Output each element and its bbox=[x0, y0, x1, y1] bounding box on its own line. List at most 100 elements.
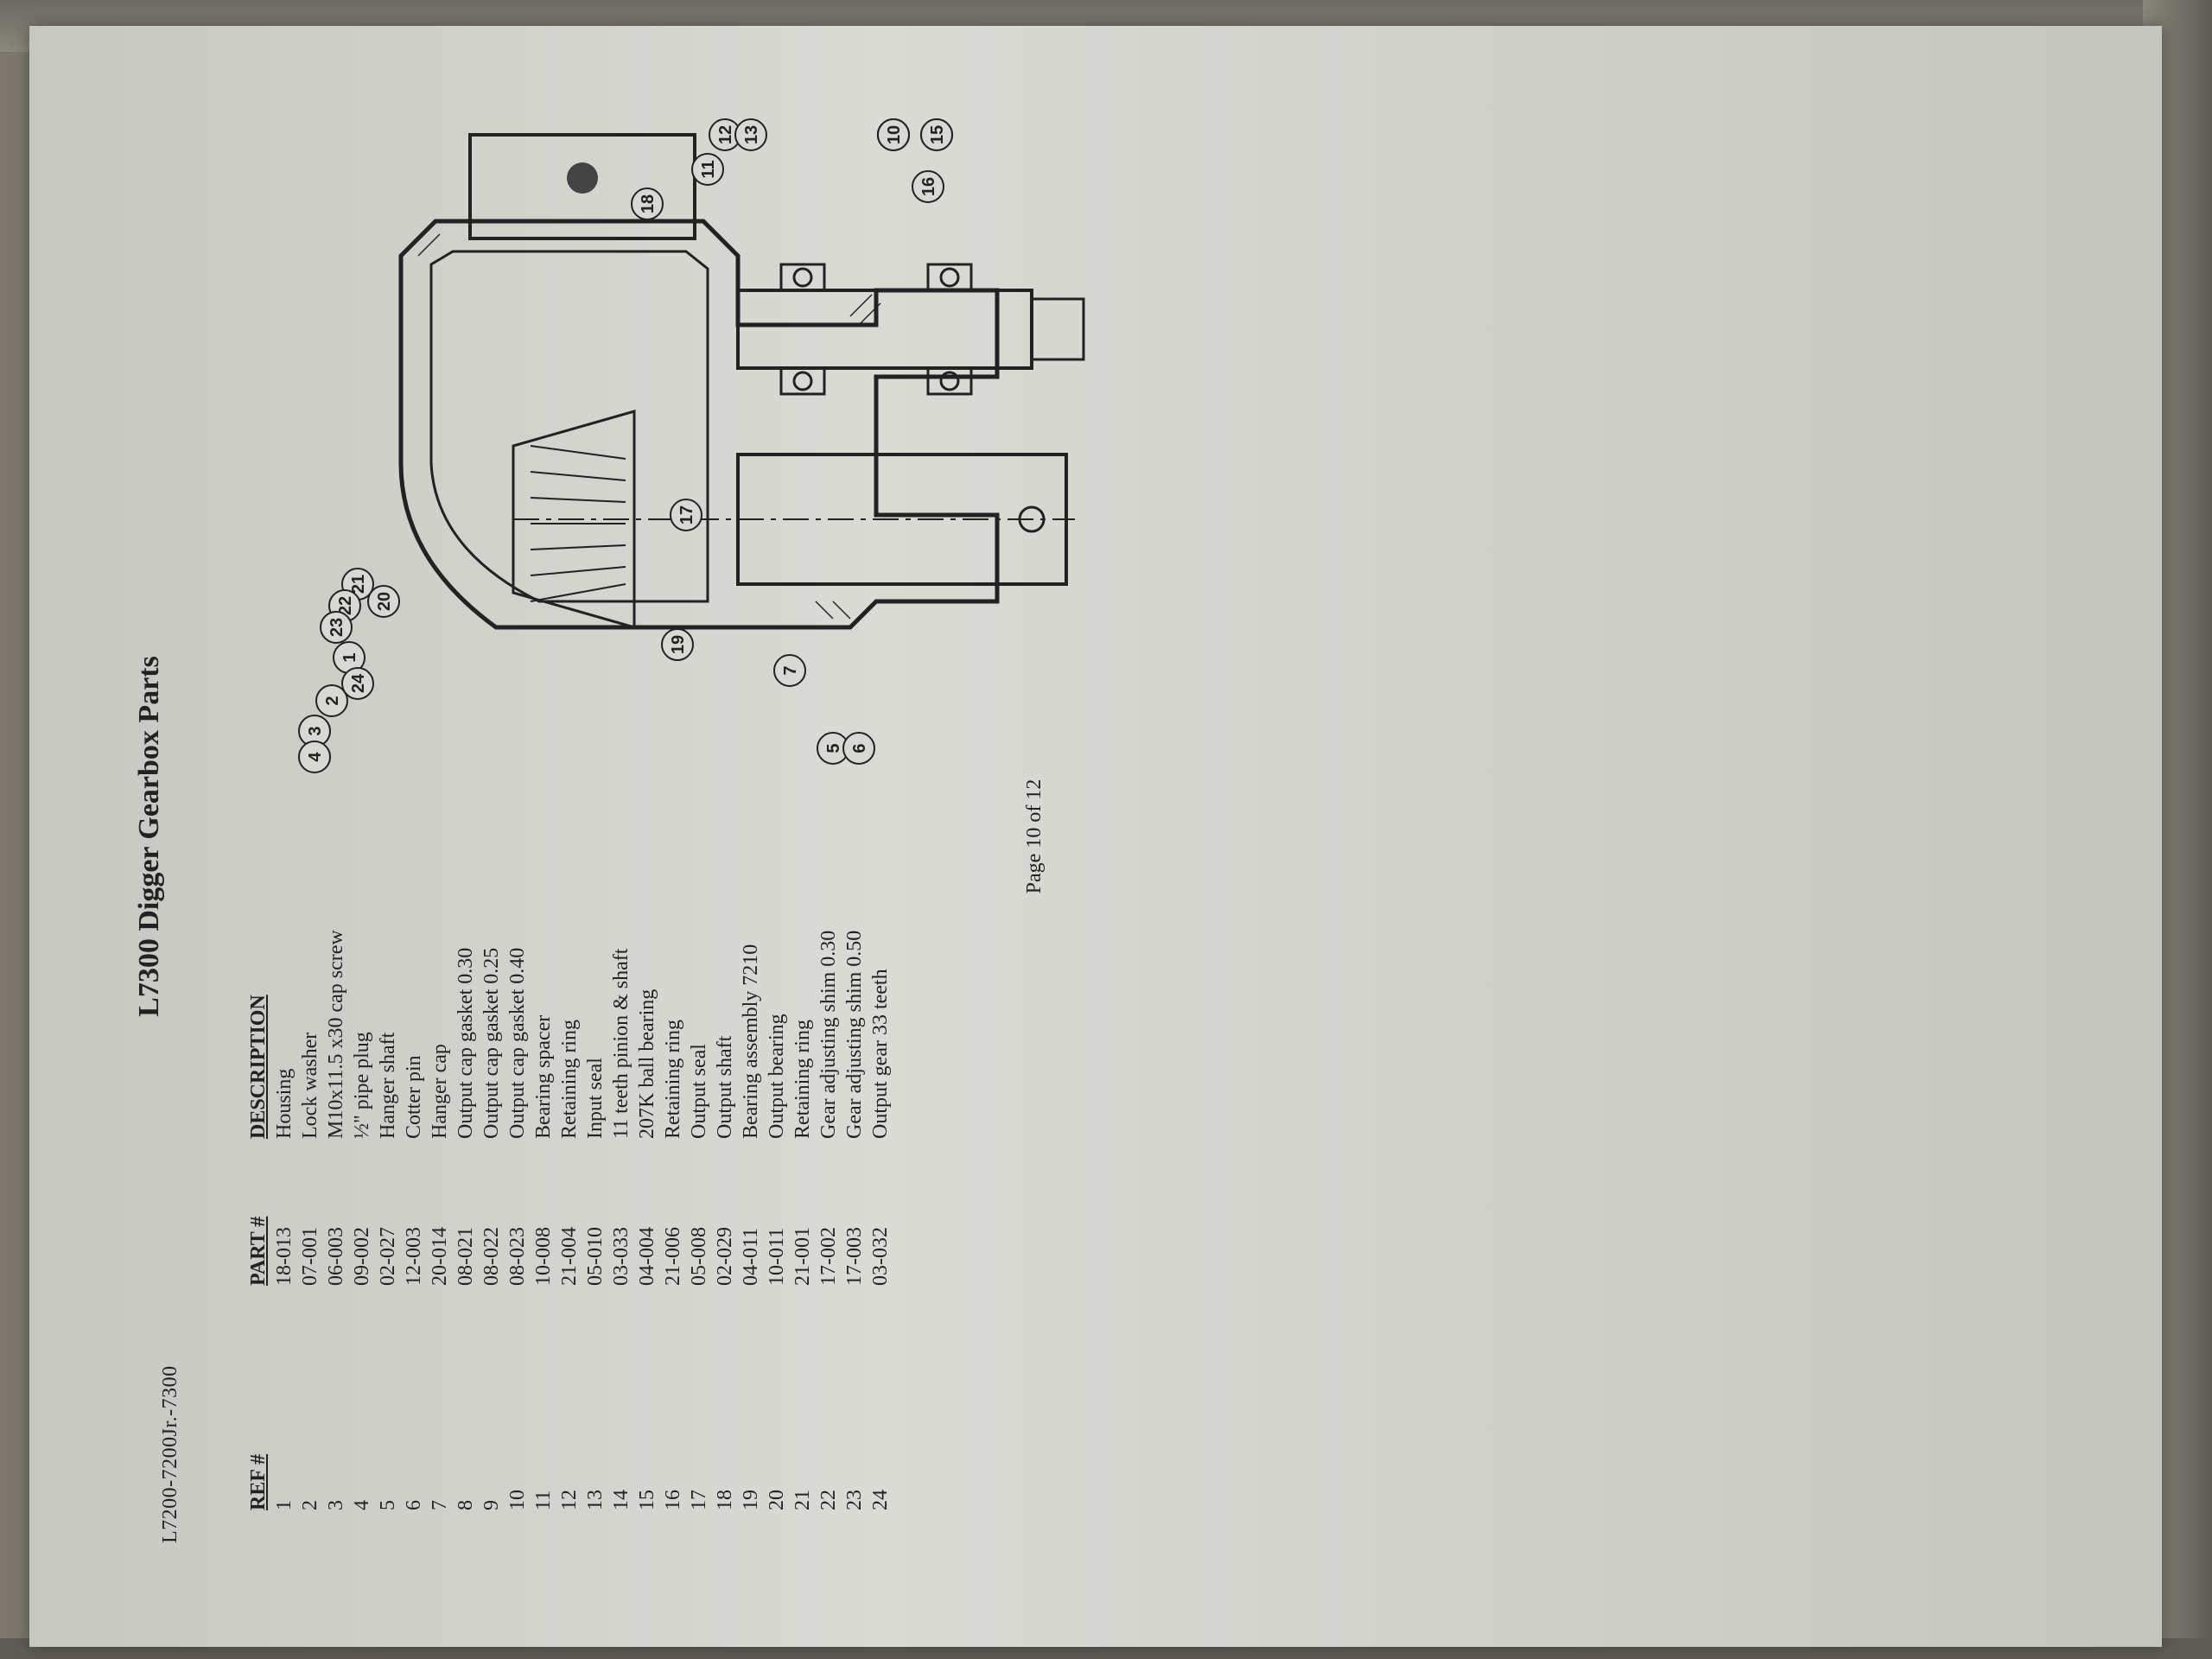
part-cell: 10-008 bbox=[532, 1227, 555, 1286]
description-cell: Lock washer bbox=[299, 1032, 321, 1139]
description-cell: Output cap gasket 0.40 bbox=[506, 947, 529, 1139]
ref-cell: 17 bbox=[688, 1490, 710, 1510]
callout-label-4: 4 bbox=[306, 752, 325, 762]
output-gear bbox=[512, 410, 636, 629]
description-cell: Retaining ring bbox=[662, 1020, 684, 1139]
part-cell: 08-022 bbox=[480, 1227, 503, 1286]
part-cell: 04-011 bbox=[740, 1227, 762, 1286]
callout-circle-10 bbox=[877, 118, 910, 151]
ref-cell: 12 bbox=[558, 1490, 581, 1510]
ref-cell: 13 bbox=[584, 1490, 607, 1510]
callout-label-1: 1 bbox=[340, 652, 359, 662]
callout-label-7: 7 bbox=[781, 665, 800, 675]
part-cell: 05-010 bbox=[584, 1227, 607, 1286]
bearing-15 bbox=[779, 366, 826, 396]
description-cell: Retaining ring bbox=[791, 1020, 814, 1139]
hanger-shaft bbox=[468, 133, 696, 240]
ref-cell: 15 bbox=[636, 1490, 658, 1510]
ref-cell: 1 bbox=[273, 1500, 296, 1510]
gearbox-diagram: 123456789101112131415161718192021222324 bbox=[254, 118, 1105, 774]
ref-cell: 24 bbox=[869, 1490, 892, 1510]
ref-cell: 18 bbox=[714, 1490, 736, 1510]
callout-circle-20 bbox=[367, 585, 400, 618]
part-header: PART # bbox=[247, 1216, 270, 1286]
callout-circle-18 bbox=[631, 188, 664, 220]
ref-cell: 6 bbox=[403, 1500, 425, 1510]
housing-inner bbox=[429, 250, 709, 603]
callout-label-2: 2 bbox=[323, 696, 342, 705]
description-cell: Gear adjusting shim 0.50 bbox=[843, 930, 866, 1139]
callout-label-17: 17 bbox=[677, 505, 696, 524]
description-cell: Output seal bbox=[688, 1044, 710, 1139]
callout-circle-2 bbox=[315, 684, 348, 717]
callout-group: 123456789101112131415161718192021222324 bbox=[298, 118, 953, 773]
part-cell: 17-002 bbox=[817, 1227, 840, 1286]
callout-label-3: 3 bbox=[306, 726, 325, 735]
ref-cell: 9 bbox=[480, 1500, 503, 1510]
paper-sheet bbox=[29, 26, 2162, 1647]
page-footer: Page 10 of 12 bbox=[1023, 779, 1046, 894]
callout-label-6: 6 bbox=[850, 743, 869, 753]
callout-label-10: 10 bbox=[885, 125, 904, 144]
callout-circle-13 bbox=[734, 118, 767, 151]
callout-label-15: 15 bbox=[928, 125, 947, 144]
part-cell: 03-033 bbox=[610, 1227, 632, 1286]
part-cell: 05-008 bbox=[688, 1227, 710, 1286]
description-cell: Hanger shaft bbox=[377, 1032, 399, 1139]
description-cell: Cotter pin bbox=[403, 1055, 425, 1139]
callout-label-5: 5 bbox=[824, 743, 843, 753]
callout-circle-4 bbox=[298, 741, 331, 773]
callout-circle-23 bbox=[320, 611, 353, 644]
ref-cell: 7 bbox=[429, 1500, 451, 1510]
callout-label-22: 22 bbox=[336, 596, 355, 615]
part-cell: 12-003 bbox=[403, 1227, 425, 1286]
description-header: DESCRIPTION bbox=[247, 995, 270, 1139]
input-shaft-end bbox=[1030, 297, 1085, 361]
callout-label-11: 11 bbox=[699, 160, 718, 178]
gearbox-cross-section: 123456789101112131415161718192021222324 bbox=[298, 118, 1085, 773]
callout-label-23: 23 bbox=[327, 618, 346, 637]
description-cell: Hanger cap bbox=[429, 1044, 451, 1139]
ref-cell: 11 bbox=[532, 1490, 555, 1510]
description-cell: Output cap gasket 0.30 bbox=[454, 947, 477, 1139]
description-cell: ½" pipe plug bbox=[351, 1032, 373, 1139]
page-title: L7300 Digger Gearbox Parts bbox=[133, 656, 165, 1017]
callout-label-20: 20 bbox=[375, 592, 394, 611]
description-cell: Output shaft bbox=[714, 1035, 736, 1139]
callout-circle-17 bbox=[670, 499, 702, 531]
callout-circle-15 bbox=[920, 118, 953, 151]
callout-label-18: 18 bbox=[639, 194, 658, 213]
ref-cell: 5 bbox=[377, 1500, 399, 1510]
housing-outline bbox=[398, 219, 1000, 630]
description-cell: Output cap gasket 0.25 bbox=[480, 947, 503, 1139]
description-cell: Output gear 33 teeth bbox=[869, 969, 892, 1139]
description-cell: 11 teeth pinion & shaft bbox=[610, 948, 632, 1139]
callout-circle-19 bbox=[661, 628, 694, 661]
callout-label-16: 16 bbox=[919, 177, 938, 196]
part-cell: 09-002 bbox=[351, 1227, 373, 1286]
part-cell: 21-006 bbox=[662, 1227, 684, 1286]
description-cell: Input seal bbox=[584, 1058, 607, 1139]
ref-cell: 19 bbox=[740, 1490, 762, 1510]
callout-circle-11 bbox=[691, 153, 724, 186]
part-cell: 04-004 bbox=[636, 1227, 658, 1286]
callout-label-19: 19 bbox=[669, 635, 688, 654]
ref-cell: 2 bbox=[299, 1500, 321, 1510]
callout-circle-16 bbox=[912, 170, 944, 203]
description-cell: Bearing spacer bbox=[532, 1014, 555, 1139]
output-shaft-hole bbox=[1018, 505, 1046, 533]
ref-header: REF # bbox=[247, 1453, 270, 1510]
callout-circle-7 bbox=[773, 654, 806, 687]
ref-cell: 20 bbox=[766, 1490, 788, 1510]
part-cell: 10-011 bbox=[766, 1227, 788, 1286]
callout-label-12: 12 bbox=[716, 125, 735, 144]
part-cell: 02-029 bbox=[714, 1227, 736, 1286]
description-cell: Bearing assembly 7210 bbox=[740, 944, 762, 1139]
ref-cell: 3 bbox=[325, 1500, 347, 1510]
bearing-19 bbox=[926, 366, 973, 396]
part-cell: 21-004 bbox=[558, 1227, 581, 1286]
ref-cell: 16 bbox=[662, 1490, 684, 1510]
callout-circle-24 bbox=[341, 667, 374, 700]
ref-cell: 14 bbox=[610, 1490, 632, 1510]
part-cell: 08-021 bbox=[454, 1227, 477, 1286]
